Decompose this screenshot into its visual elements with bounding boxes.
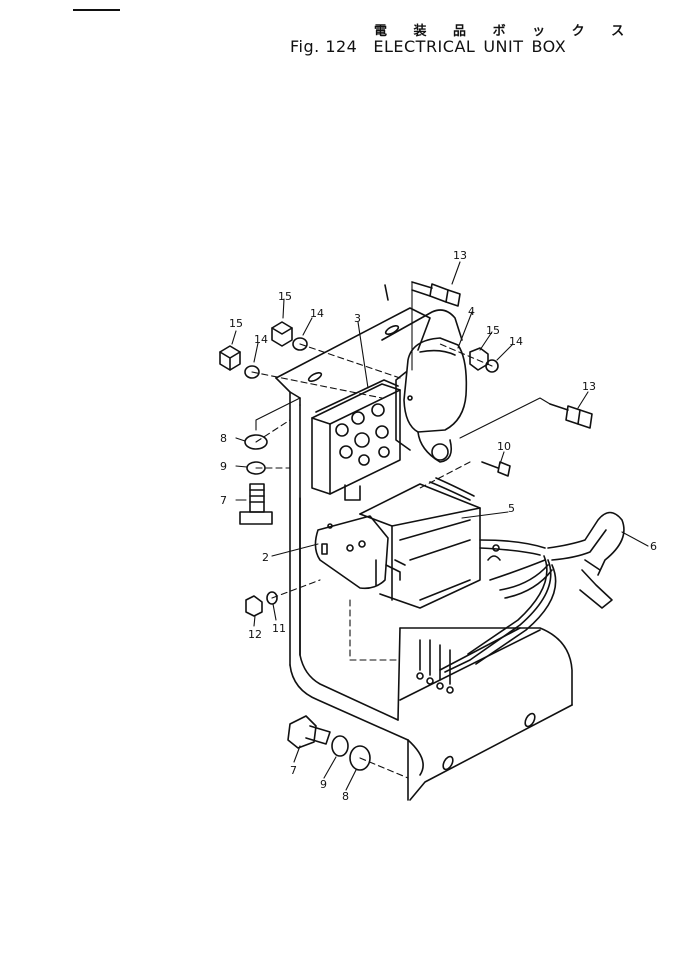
callout-10: 10 [497,440,511,453]
fastener-washer-14-upper [292,337,308,351]
cable-grommet [547,511,625,609]
title-word-electrical: ELECTRICAL [373,37,476,56]
callout-2: 2 [262,551,269,564]
callout-11: 11 [272,622,286,635]
fastener-washer-8-upper [244,434,268,450]
mounting-plate [314,515,401,590]
assembly-lines [251,343,493,779]
callout-14-left: 14 [254,333,268,346]
callout-4: 4 [468,305,475,318]
callout-5: 5 [508,502,515,515]
callout-15-upper: 15 [278,290,292,303]
callout-3: 3 [354,312,361,325]
fastener-nut-15-left [219,345,241,371]
mounting-bracket [275,284,573,801]
callout-9-lower: 9 [320,778,327,791]
callout-7-upper: 7 [220,494,227,507]
fastener-spring-washer-9-lower [331,735,349,757]
fastener-bolt-13-top [411,281,461,307]
leader-lines [231,261,649,791]
corner-rule [73,9,120,11]
callout-12: 12 [248,628,262,641]
fastener-nut-15-upper [271,321,293,347]
callout-14-right: 14 [509,335,523,348]
callout-6: 6 [650,540,657,553]
fastener-bolt-7-lower [287,715,331,749]
callout-13-top: 13 [453,249,467,262]
figure-number: Fig. 124 [290,37,358,56]
fastener-washer-14-left [244,365,260,379]
figure-title: Fig. 124 ELECTRICAL UNIT BOX [290,37,566,56]
wiring-harness [416,477,557,694]
control-unit-box [359,483,481,609]
callout-7-lower: 7 [290,764,297,777]
title-word-unit: UNIT [483,37,524,56]
callout-labels: 15 14 15 14 3 13 4 15 14 13 8 9 7 10 5 6… [220,249,657,803]
fastener-washer-11 [266,591,278,605]
fastener-nut-12 [245,595,263,617]
fastener-washer-8-lower [349,745,371,771]
fastener-bolt-13-right [549,403,593,429]
fastener-bolt-7-upper [239,483,273,525]
fuse-block [311,379,401,501]
callout-15-right: 15 [486,324,500,337]
callout-14-upper: 14 [310,307,324,320]
callout-8-lower: 8 [342,790,349,803]
callout-15-left: 15 [229,317,243,330]
title-word-box: BOX [531,37,567,56]
assembly-solid-lines [255,281,551,439]
figure-title-japanese: 電 装 品 ボ ッ ク ス [374,24,636,39]
callout-8-upper: 8 [220,432,227,445]
fastener-washer-14-right [485,359,499,373]
callout-9-upper: 9 [220,460,227,473]
fastener-bolt-10 [481,461,511,477]
callout-13-right: 13 [582,380,596,393]
relay-unit [395,337,468,463]
fastener-spring-washer-9-upper [246,461,266,475]
